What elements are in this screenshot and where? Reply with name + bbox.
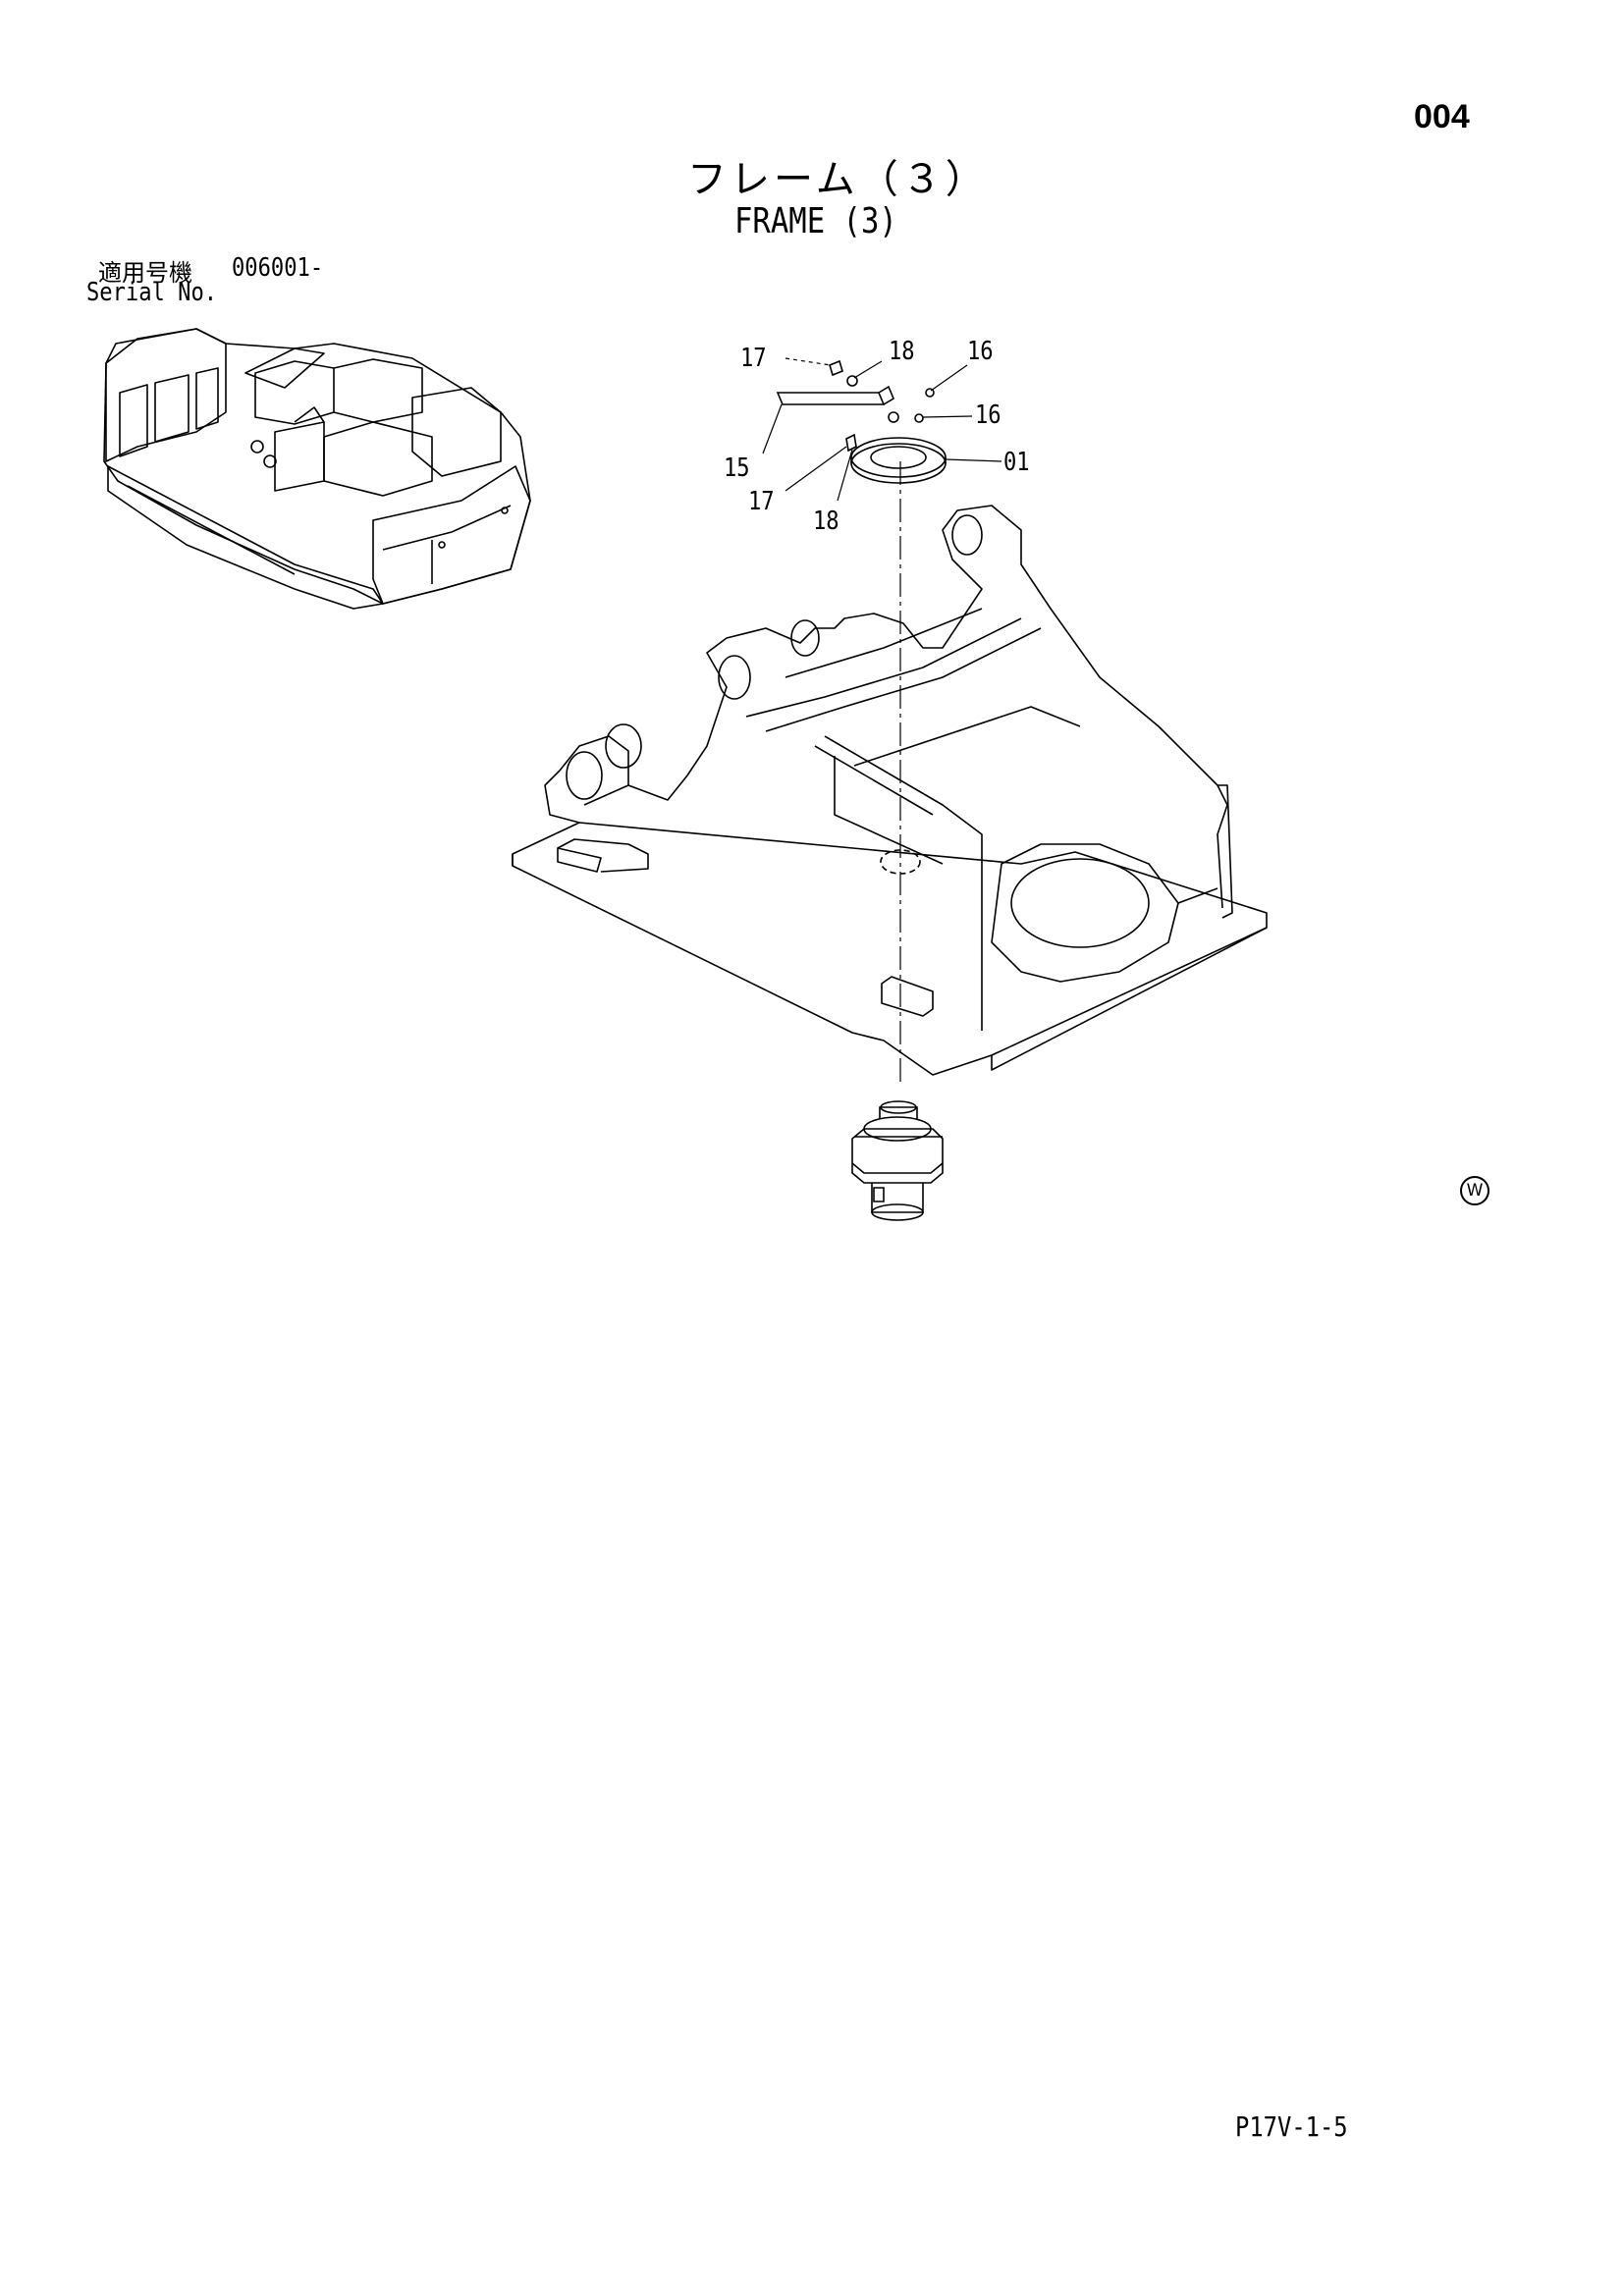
callout-01: 01 xyxy=(1003,448,1030,477)
leader-lines xyxy=(763,358,1001,501)
callout-17-bottom: 17 xyxy=(748,487,775,516)
callout-16-bottom: 16 xyxy=(975,400,1001,430)
page-number: 004 xyxy=(1414,98,1470,135)
excavator-overview-illustration xyxy=(104,329,530,609)
serial-number-value: 006001- xyxy=(232,253,324,283)
page-title-japanese: フレーム（３） xyxy=(687,157,989,202)
callout-16-top: 16 xyxy=(967,337,994,366)
footer-page-code: P17V-1-5 xyxy=(1235,2110,1348,2143)
frame-assembly-illustration xyxy=(513,506,1267,1075)
callout-18-top: 18 xyxy=(889,337,915,366)
serial-label-japanese: 適用号機 xyxy=(98,259,192,287)
parts-15-18-illustration xyxy=(778,361,934,451)
callout-18-bottom: 18 xyxy=(813,507,839,536)
page-title-english: FRAME (3) xyxy=(734,201,897,241)
serial-label-english: Serial No. xyxy=(86,278,218,307)
part-01-ring-illustration xyxy=(851,438,946,483)
callout-15: 15 xyxy=(724,454,750,483)
w-mark-symbol: W xyxy=(1460,1176,1489,1205)
callout-17-top: 17 xyxy=(740,344,767,373)
center-joint-illustration xyxy=(852,1101,943,1220)
